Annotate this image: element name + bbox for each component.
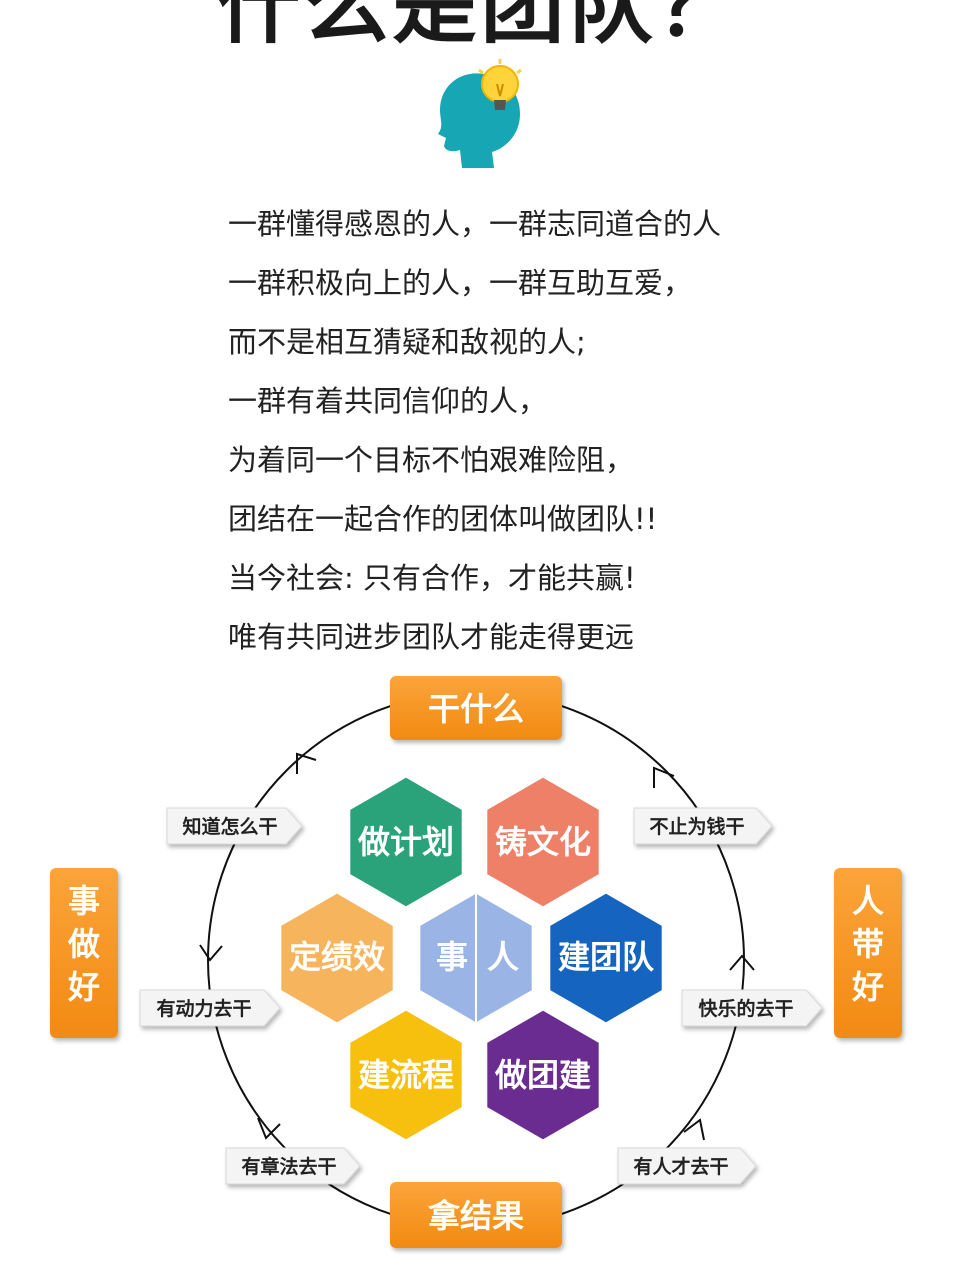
poem-line: 一群积极向上的人，一群互助互爱， bbox=[228, 266, 693, 300]
poem-line: 一群有着共同信仰的人， bbox=[228, 384, 548, 418]
arrow-label-mid-right: 快乐的去干 bbox=[698, 997, 793, 1020]
arrow-label-mid-left: 有动力去干 bbox=[156, 997, 251, 1020]
right-box-char: 带 bbox=[852, 925, 884, 963]
hex-label-performance: 定绩效 bbox=[289, 938, 385, 976]
arrow-label-top-right: 不止为钱干 bbox=[649, 815, 744, 838]
hex-label-team: 建团队 bbox=[558, 938, 655, 976]
hexagon-plan bbox=[347, 774, 465, 910]
poem-line: 唯有共同进步团队才能走得更远 bbox=[228, 620, 635, 654]
poem-line: 团结在一起合作的团体叫做团队!! bbox=[228, 502, 658, 536]
arrow-label-top-left: 知道怎么干 bbox=[182, 815, 277, 838]
arrow-chevron-icon bbox=[296, 752, 317, 774]
arrow-chevron-icon bbox=[729, 954, 755, 971]
poem-line: 一群懂得感恩的人，一群志同道合的人 bbox=[228, 207, 722, 241]
bottom-box-label: 拿结果 bbox=[428, 1197, 524, 1235]
right-box-lead-people-well bbox=[834, 868, 902, 1038]
poem-text: 一群懂得感恩的人，一群志同道合的人 一群积极向上的人，一群互助互爱， 而不是相互… bbox=[228, 195, 928, 667]
arrow-chevron-icon bbox=[653, 766, 675, 788]
hexagon-teambuilding bbox=[484, 1007, 602, 1143]
left-box-char: 好 bbox=[67, 968, 100, 1006]
arrow-chevron-icon bbox=[199, 944, 223, 962]
right-box-char: 人 bbox=[852, 882, 884, 920]
hex-label-plan: 做计划 bbox=[357, 823, 454, 861]
left-box-char: 做 bbox=[67, 925, 100, 963]
arrow-tag-bottom-left bbox=[225, 1147, 361, 1185]
hex-label-process: 建流程 bbox=[358, 1056, 454, 1094]
top-box-label: 干什么 bbox=[428, 690, 524, 728]
hexagon-process bbox=[347, 1007, 465, 1143]
arrow-tag-mid-left bbox=[139, 989, 281, 1027]
hex-label-culture: 铸文化 bbox=[495, 823, 591, 861]
arrow-chevron-icon bbox=[257, 1117, 281, 1140]
left-box-do-things-well bbox=[50, 868, 118, 1038]
arrow-tag-top-left bbox=[166, 807, 303, 845]
hex-label-center-left: 事 bbox=[436, 938, 468, 976]
head-lightbulb-icon bbox=[438, 59, 522, 168]
hexagon-culture bbox=[484, 774, 602, 910]
hexagon-performance bbox=[278, 890, 396, 1026]
hex-label-teambuilding: 做团建 bbox=[494, 1056, 591, 1094]
top-box-what-to-do bbox=[390, 676, 562, 740]
arrow-tag-top-right bbox=[633, 807, 773, 845]
bottom-box-results bbox=[390, 1182, 562, 1248]
hexagon-team bbox=[547, 890, 665, 1026]
left-box-char: 事 bbox=[68, 882, 100, 920]
poem-line: 当今社会: 只有合作，才能共赢! bbox=[228, 561, 636, 595]
right-box-char: 好 bbox=[851, 968, 884, 1006]
arrow-tag-mid-right bbox=[681, 989, 823, 1027]
poem-line: 而不是相互猜疑和敌视的人; bbox=[228, 325, 586, 359]
arrow-chevron-icon bbox=[683, 1118, 705, 1141]
page-title: 什么是团队？ bbox=[216, 0, 745, 55]
arrow-label-bottom-left: 有章法去干 bbox=[241, 1155, 336, 1178]
arrow-label-bottom-right: 有人才去干 bbox=[633, 1155, 728, 1178]
team-cycle-diagram: 干什么 拿结果 事 做 好 人 带 好 知道怎么干 有动力去干 有章法去干 不止… bbox=[50, 676, 902, 1248]
poem-line: 为着同一个目标不怕艰难险阻， bbox=[228, 443, 635, 477]
arrow-tag-bottom-right bbox=[617, 1147, 757, 1185]
hex-label-center-right: 人 bbox=[487, 938, 519, 976]
